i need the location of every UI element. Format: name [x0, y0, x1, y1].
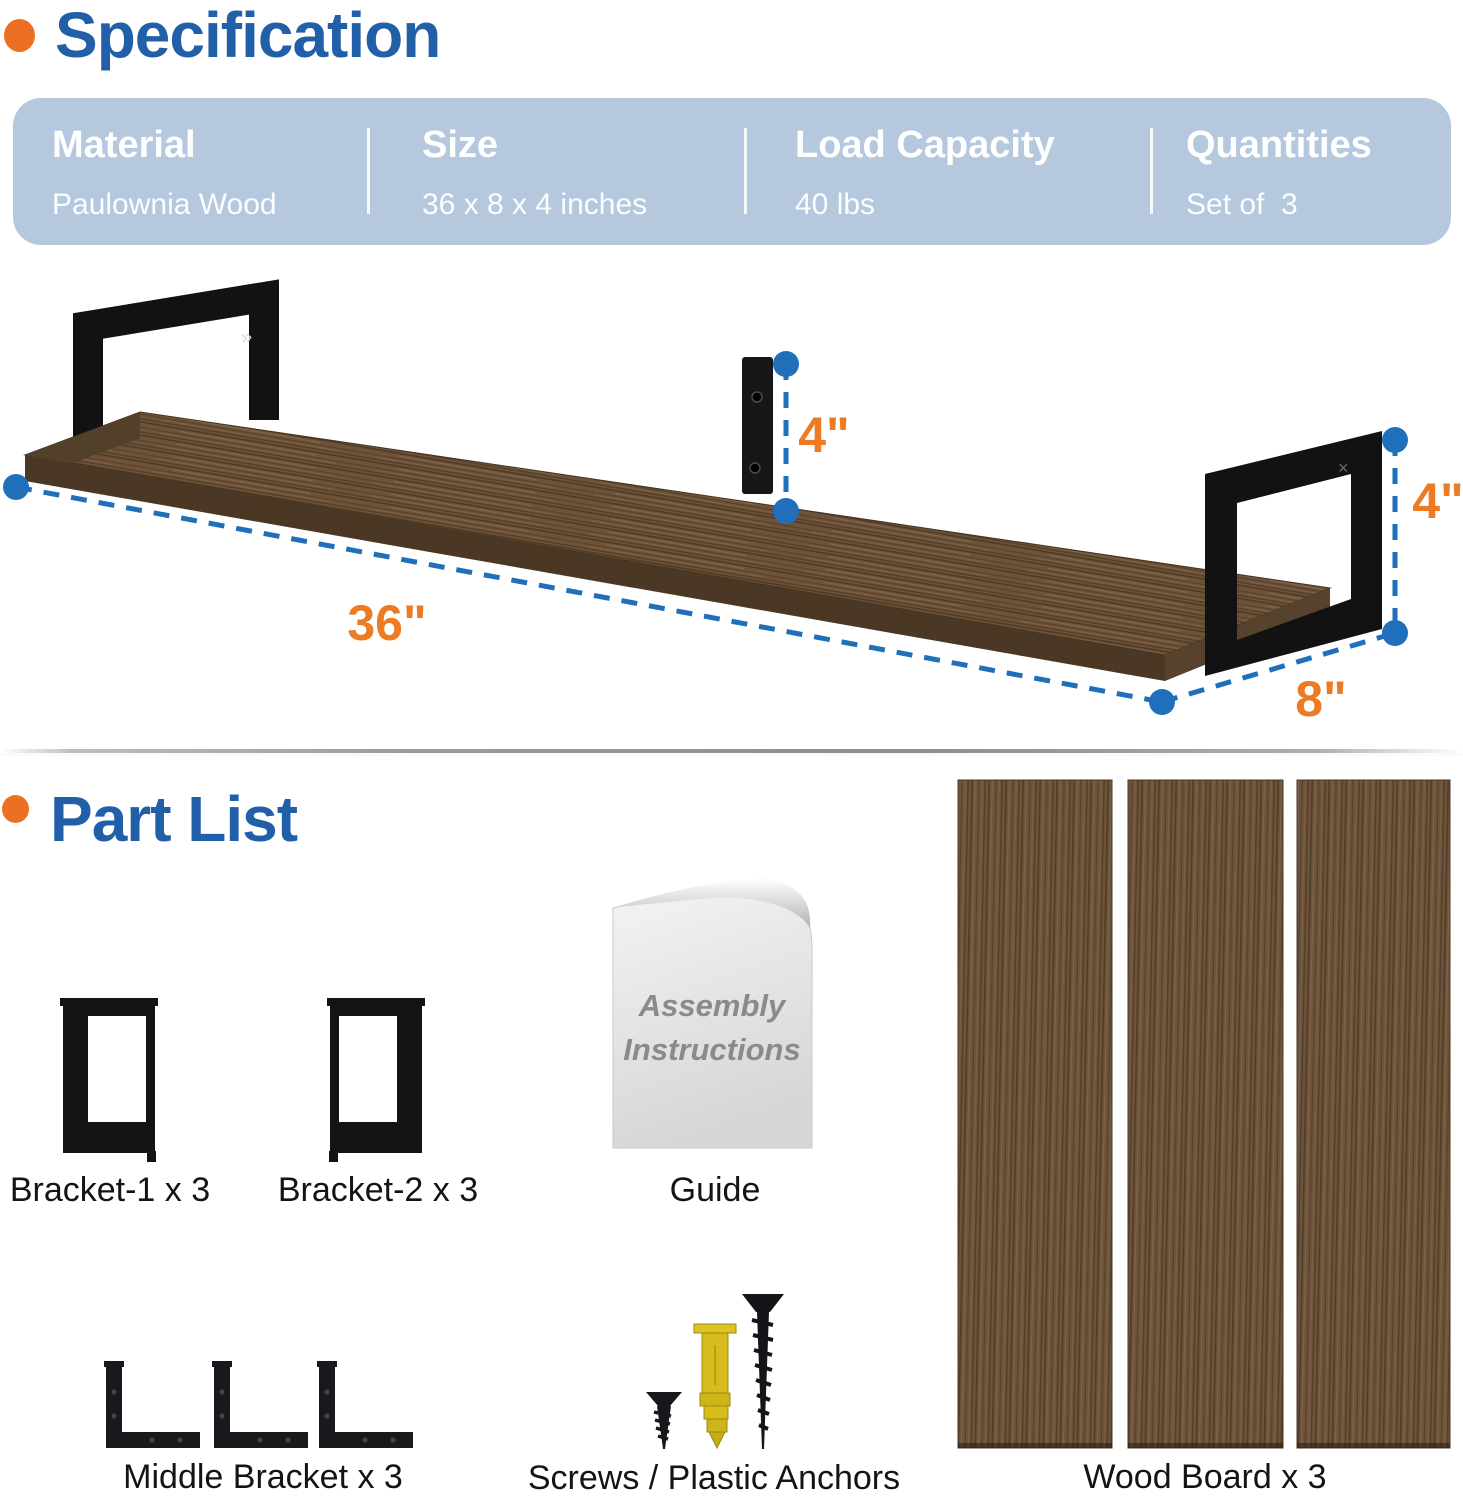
section-divider-line — [0, 749, 1463, 753]
part-middle-bracket-holes — [111, 1389, 396, 1443]
part-label-bracket1: Bracket-1 x 3 — [9, 1171, 211, 1209]
wood-board-1 — [957, 779, 1113, 1449]
plastic-anchor-image — [693, 1323, 737, 1450]
guide-sheet-image: Assembly Instructions — [612, 878, 813, 1149]
dimension-endpoint-dots — [3, 351, 1408, 715]
column-divider — [744, 128, 747, 214]
part-label-guide: Guide — [669, 1171, 761, 1209]
column-divider — [1150, 128, 1153, 214]
dimension-annotations: 36" 4" 4" 8" — [3, 351, 1463, 727]
part-label-middle-bracket: Middle Bracket x 3 — [123, 1458, 403, 1496]
shelf-right-bracket: × — [1205, 431, 1382, 676]
spec-column-size-value: 36 x 8 x 4 inches — [422, 188, 648, 221]
large-screw-image — [742, 1294, 784, 1449]
shelf-middle-bracket — [742, 357, 773, 494]
part-list-section-title: Part List — [50, 783, 298, 855]
part-label-bracket2: Bracket-2 x 3 — [277, 1171, 479, 1209]
part-bracket2-image — [327, 998, 425, 1162]
spec-column-size-label: Size — [422, 124, 499, 166]
part-middle-bracket-caps — [104, 1361, 337, 1367]
column-divider — [367, 128, 370, 214]
specification-table: Material Paulownia Wood Size 36 x 8 x 4 … — [13, 98, 1451, 245]
part-label-wood-board: Wood Board x 3 — [1083, 1458, 1327, 1496]
shelf-diagram: » × — [3, 279, 1463, 727]
spec-column-quantities-label: Quantities — [1186, 124, 1372, 166]
part-label-screws-anchors: Screws / Plastic Anchors — [527, 1459, 901, 1497]
dimension-label-mid-height: 4" — [798, 407, 850, 463]
dimension-label-depth: 8" — [1295, 671, 1347, 727]
spec-column-load-capacity-value: 40 lbs — [795, 188, 876, 221]
guide-text-line1: Assembly — [638, 988, 787, 1023]
part-middle-bracket-images — [106, 1366, 413, 1448]
left-bracket-screw-marks: » — [239, 325, 253, 348]
wood-board-3 — [1296, 779, 1451, 1449]
right-bracket-screw-mark: × — [1338, 458, 1349, 478]
spec-column-load-capacity-label: Load Capacity — [795, 124, 1055, 166]
dimension-label-right-height: 4" — [1412, 473, 1463, 529]
specification-section-title: Specification — [55, 0, 441, 71]
spec-column-material-value: Paulownia Wood — [52, 188, 277, 221]
wood-board-images — [957, 779, 1451, 1449]
dimension-label-length: 36" — [347, 595, 426, 651]
part-bracket1-image — [60, 998, 158, 1162]
dimension-line-depth — [1161, 630, 1396, 705]
section-bullet — [2, 795, 29, 823]
small-screw-image — [646, 1392, 682, 1449]
spec-column-material-label: Material — [52, 124, 196, 166]
shelf-left-bracket: » — [73, 279, 279, 452]
spec-column-quantities-value: Set of 3 — [1186, 188, 1298, 221]
wood-board-2 — [1127, 779, 1284, 1449]
shelf-wood-board — [23, 411, 1332, 681]
guide-text-line2: Instructions — [623, 1032, 800, 1067]
section-bullet — [4, 19, 35, 52]
